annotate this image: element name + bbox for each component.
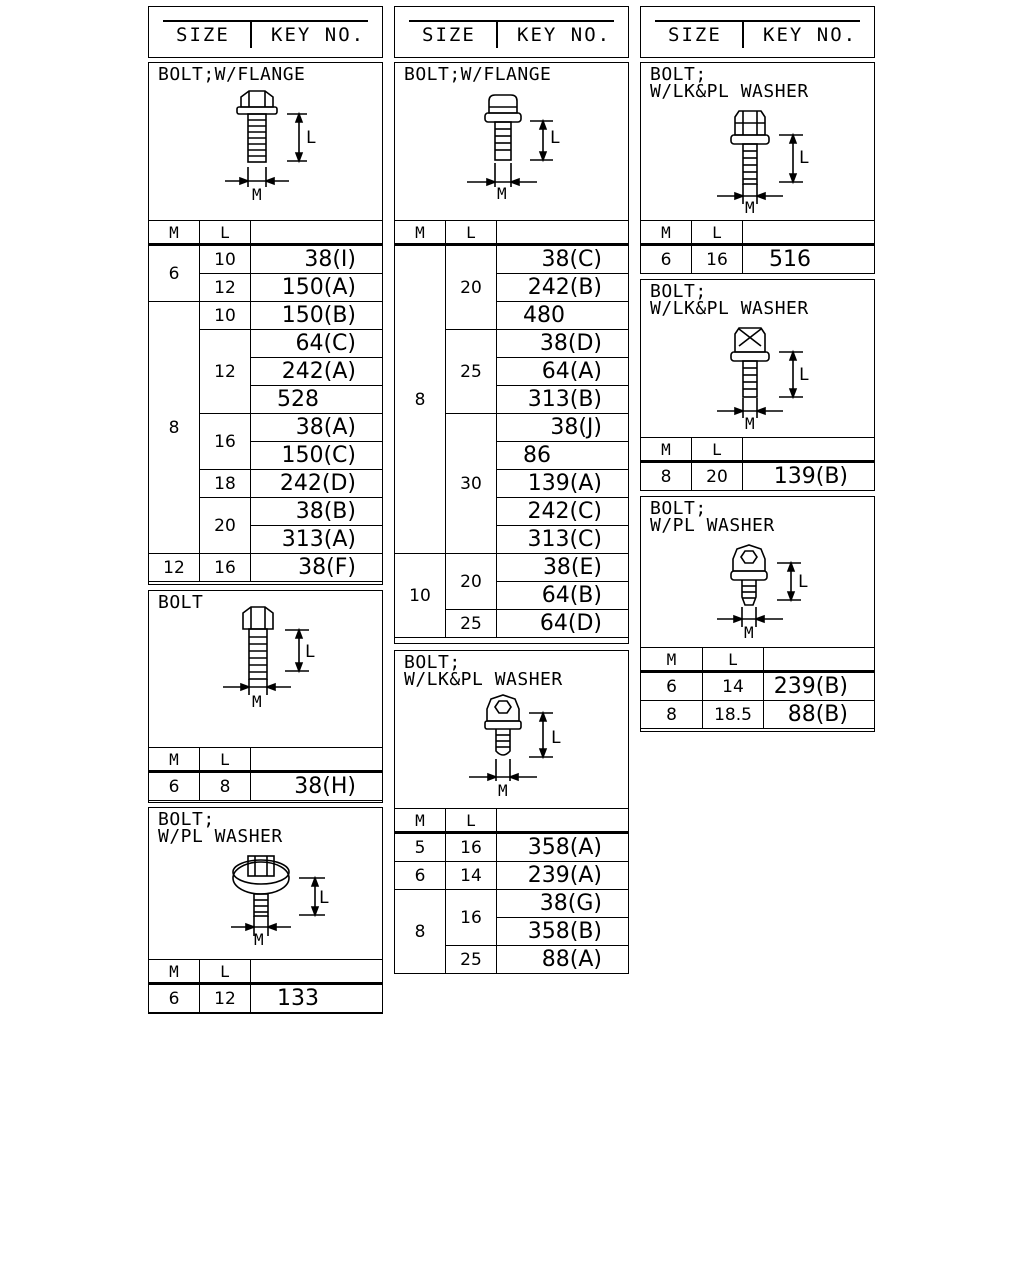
table-row: 242(A) — [149, 357, 383, 386]
dim-l-label: L — [798, 572, 808, 592]
lk-washer-bolt-drawing: L M — [469, 694, 561, 800]
panel-title: BOLT; W/LK&PL WASHER — [404, 652, 563, 690]
dim-l-label: L — [799, 365, 809, 385]
panel-title: BOLT; W/LK&PL WASHER — [650, 281, 809, 319]
panel-title: BOLT; W/PL WASHER — [650, 498, 775, 536]
col-l-header: L — [199, 220, 251, 246]
dim-l-label: L — [551, 728, 561, 748]
dim-l-label: L — [319, 888, 329, 908]
dim-m-label: M — [745, 414, 755, 430]
dim-l-label: L — [550, 128, 560, 148]
table-row: 313(B) — [395, 385, 629, 414]
size-key-header-col2: SIZE KEY NO. — [394, 6, 629, 58]
panel-title: BOLT;W/FLANGE — [404, 64, 552, 85]
dim-l-label: L — [305, 642, 315, 662]
table-row: 64(B) — [395, 581, 629, 610]
lk-washer-bolt-drawing: L M — [717, 327, 809, 430]
lk-washer-bolt-drawing: L M — [717, 110, 809, 213]
dim-m-label: M — [252, 185, 262, 204]
table-row: 150(C) — [149, 441, 383, 470]
panel-title: BOLT; W/PL WASHER — [158, 809, 283, 847]
table-row: 528 — [149, 385, 383, 414]
washer-bolt-drawing: L M — [231, 855, 329, 949]
key-no-label: KEY NO. — [763, 24, 858, 46]
panel-title: BOLT;W/FLANGE — [158, 64, 306, 85]
panel-title: BOLT; W/LK&PL WASHER — [650, 64, 809, 102]
table-row: 313(C) — [395, 525, 629, 554]
key-no-label: KEY NO. — [517, 24, 612, 46]
key-no-label: KEY NO. — [271, 24, 366, 46]
size-label: SIZE — [176, 24, 230, 46]
dim-m-label: M — [252, 692, 262, 711]
hex-bolt-drawing: L M — [223, 606, 315, 711]
dim-l-label: L — [799, 148, 809, 168]
panel-title: BOLT — [158, 592, 204, 613]
size-key-header-col1: SIZE KEY NO. — [148, 6, 383, 58]
table-row: 358(B) — [395, 917, 629, 946]
size-label: SIZE — [422, 24, 476, 46]
dim-m-label: M — [744, 623, 754, 642]
size-label: SIZE — [668, 24, 722, 46]
col-m-header: M — [148, 220, 200, 246]
dim-m-label: M — [497, 184, 507, 203]
washer-bolt-drawing: L M — [717, 544, 808, 642]
table-row: 313(A) — [149, 525, 383, 554]
dim-l-label: L — [306, 128, 316, 148]
flange-bolt-drawing: L M — [225, 90, 316, 204]
table-row: 139(A) — [395, 469, 629, 498]
size-key-header-col3: SIZE KEY NO. — [640, 6, 875, 58]
dim-m-label: M — [498, 781, 508, 800]
table-row: 242(B) — [395, 273, 629, 302]
dim-m-label: M — [254, 930, 264, 949]
flange-bolt-drawing: L M — [467, 94, 560, 203]
dim-m-label: M — [745, 198, 755, 213]
